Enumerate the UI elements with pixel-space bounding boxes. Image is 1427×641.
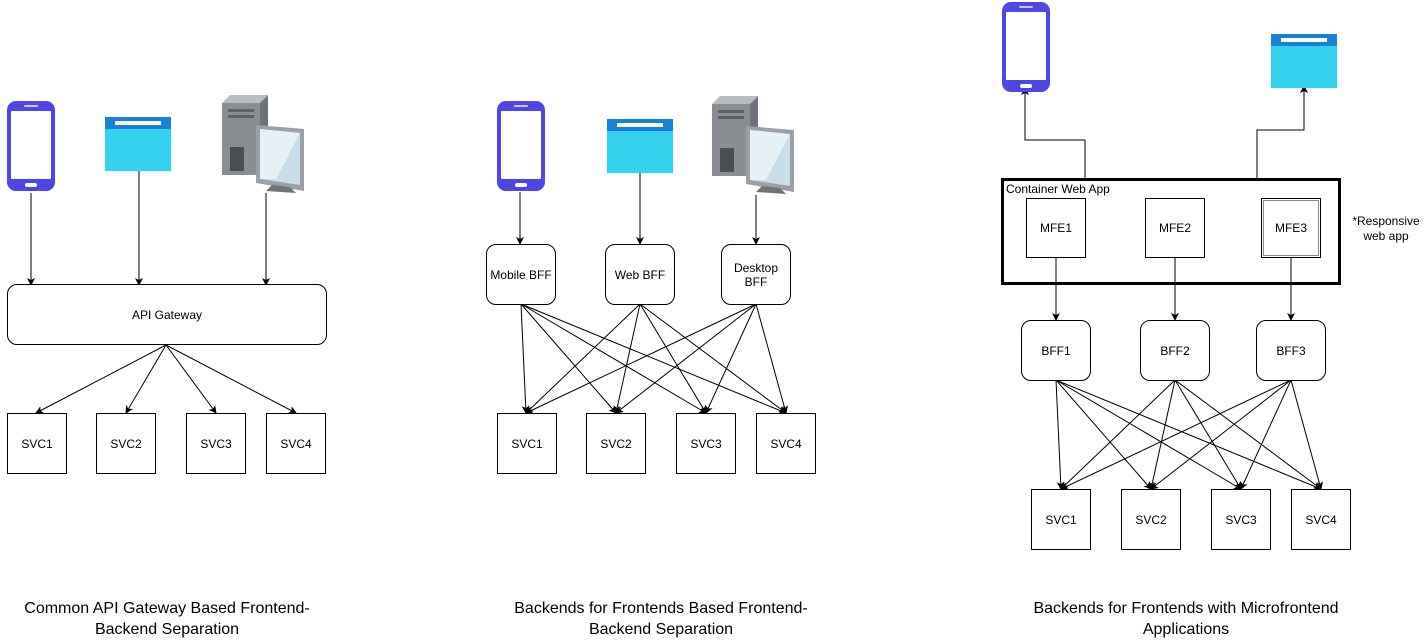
svc-label: SVC1 <box>21 436 53 451</box>
caption-microfrontend: Backends for Frontends with Microfronten… <box>1005 598 1367 640</box>
arrow-gateway-to-svc4 <box>165 344 297 414</box>
bff-label: Desktop BFF <box>733 260 779 289</box>
mfe1-box: MFE1 <box>1026 198 1086 258</box>
svc-label: SVC1 <box>1045 512 1077 527</box>
svc2-box: SVC2 <box>586 413 646 474</box>
mobile-phone-icon <box>7 101 55 191</box>
svc-label: SVC2 <box>600 436 632 451</box>
desktop-computer-icon <box>712 96 794 194</box>
svc4-box: SVC4 <box>266 413 326 474</box>
svc3-box: SVC3 <box>186 413 246 474</box>
svc-label: SVC2 <box>110 436 142 451</box>
arrow-gateway-to-svc1 <box>35 344 167 414</box>
bff-label: BFF2 <box>1160 343 1190 358</box>
api-gateway: API Gateway <box>7 284 327 345</box>
svc-label: SVC3 <box>200 436 232 451</box>
bff1-box: BFF1 <box>1021 320 1091 381</box>
caption-line: Backends for Frontends with Microfronten… <box>1033 600 1339 617</box>
mobile-phone-icon <box>1002 2 1050 92</box>
container-web-app-label: Container Web App <box>1006 182 1110 196</box>
arrow-gateway-to-svc2 <box>125 344 167 414</box>
caption-line: Backend Separation <box>588 621 734 638</box>
svc-label: SVC2 <box>1135 512 1167 527</box>
desktop-bff: Desktop BFF <box>721 244 791 305</box>
responsive-web-app-note: *Responsive web app <box>1346 214 1426 244</box>
caption-line: Common API Gateway Based Frontend- <box>24 600 310 617</box>
svc3-box: SVC3 <box>676 413 736 474</box>
mfe-label: MFE3 <box>1274 221 1307 235</box>
bff-label: BFF1 <box>1041 343 1071 358</box>
arrow-container-to-mobile <box>1021 87 1086 180</box>
mfe-label: MFE2 <box>1158 221 1191 235</box>
bff-label: Mobile BFF <box>490 267 552 282</box>
bff3-box: BFF3 <box>1256 320 1326 381</box>
mfe2-box: MFE2 <box>1145 198 1205 258</box>
arrow-container-to-web <box>1256 85 1308 180</box>
svc-label: SVC3 <box>690 436 722 451</box>
api-gateway-label: API Gateway <box>131 307 203 322</box>
caption-line: Applications <box>1142 621 1230 638</box>
svc-label: SVC4 <box>1305 512 1337 527</box>
bff-label: Web BFF <box>614 267 666 282</box>
browser-window-icon <box>607 119 673 173</box>
web-bff: Web BFF <box>605 244 675 305</box>
caption-api-gateway: Common API Gateway Based Frontend- Backe… <box>0 598 334 640</box>
svc1-box: SVC1 <box>7 413 67 474</box>
svc-label: SVC4 <box>280 436 312 451</box>
caption-bff: Backends for Frontends Based Frontend- B… <box>480 598 842 640</box>
mfe-label: MFE1 <box>1039 221 1072 235</box>
mobile-phone-icon <box>497 101 545 191</box>
mfe3-box: MFE3 <box>1261 198 1321 258</box>
svc1-box: SVC1 <box>497 413 557 474</box>
arrow-gateway-to-svc3 <box>165 344 217 414</box>
browser-window-icon <box>1271 34 1337 88</box>
svc-label: SVC1 <box>511 436 543 451</box>
svc2-box: SVC2 <box>1121 489 1181 550</box>
svc1-box: SVC1 <box>1031 489 1091 550</box>
mobile-bff: Mobile BFF <box>486 244 556 305</box>
svc-label: SVC4 <box>770 436 802 451</box>
caption-line: Backends for Frontends Based Frontend- <box>514 600 808 617</box>
svc3-box: SVC3 <box>1211 489 1271 550</box>
caption-line: Backend Separation <box>94 621 240 638</box>
bff2-box: BFF2 <box>1140 320 1210 381</box>
container-web-app: Container Web App <box>1001 178 1341 285</box>
desktop-computer-icon <box>222 95 304 193</box>
svc-label: SVC3 <box>1225 512 1257 527</box>
bff-label: BFF3 <box>1276 343 1306 358</box>
note-line: *Responsive <box>1352 214 1420 228</box>
browser-window-icon <box>105 117 171 171</box>
svc4-box: SVC4 <box>1291 489 1351 550</box>
note-line: web app <box>1363 229 1409 243</box>
svc4-box: SVC4 <box>756 413 816 474</box>
svc2-box: SVC2 <box>96 413 156 474</box>
